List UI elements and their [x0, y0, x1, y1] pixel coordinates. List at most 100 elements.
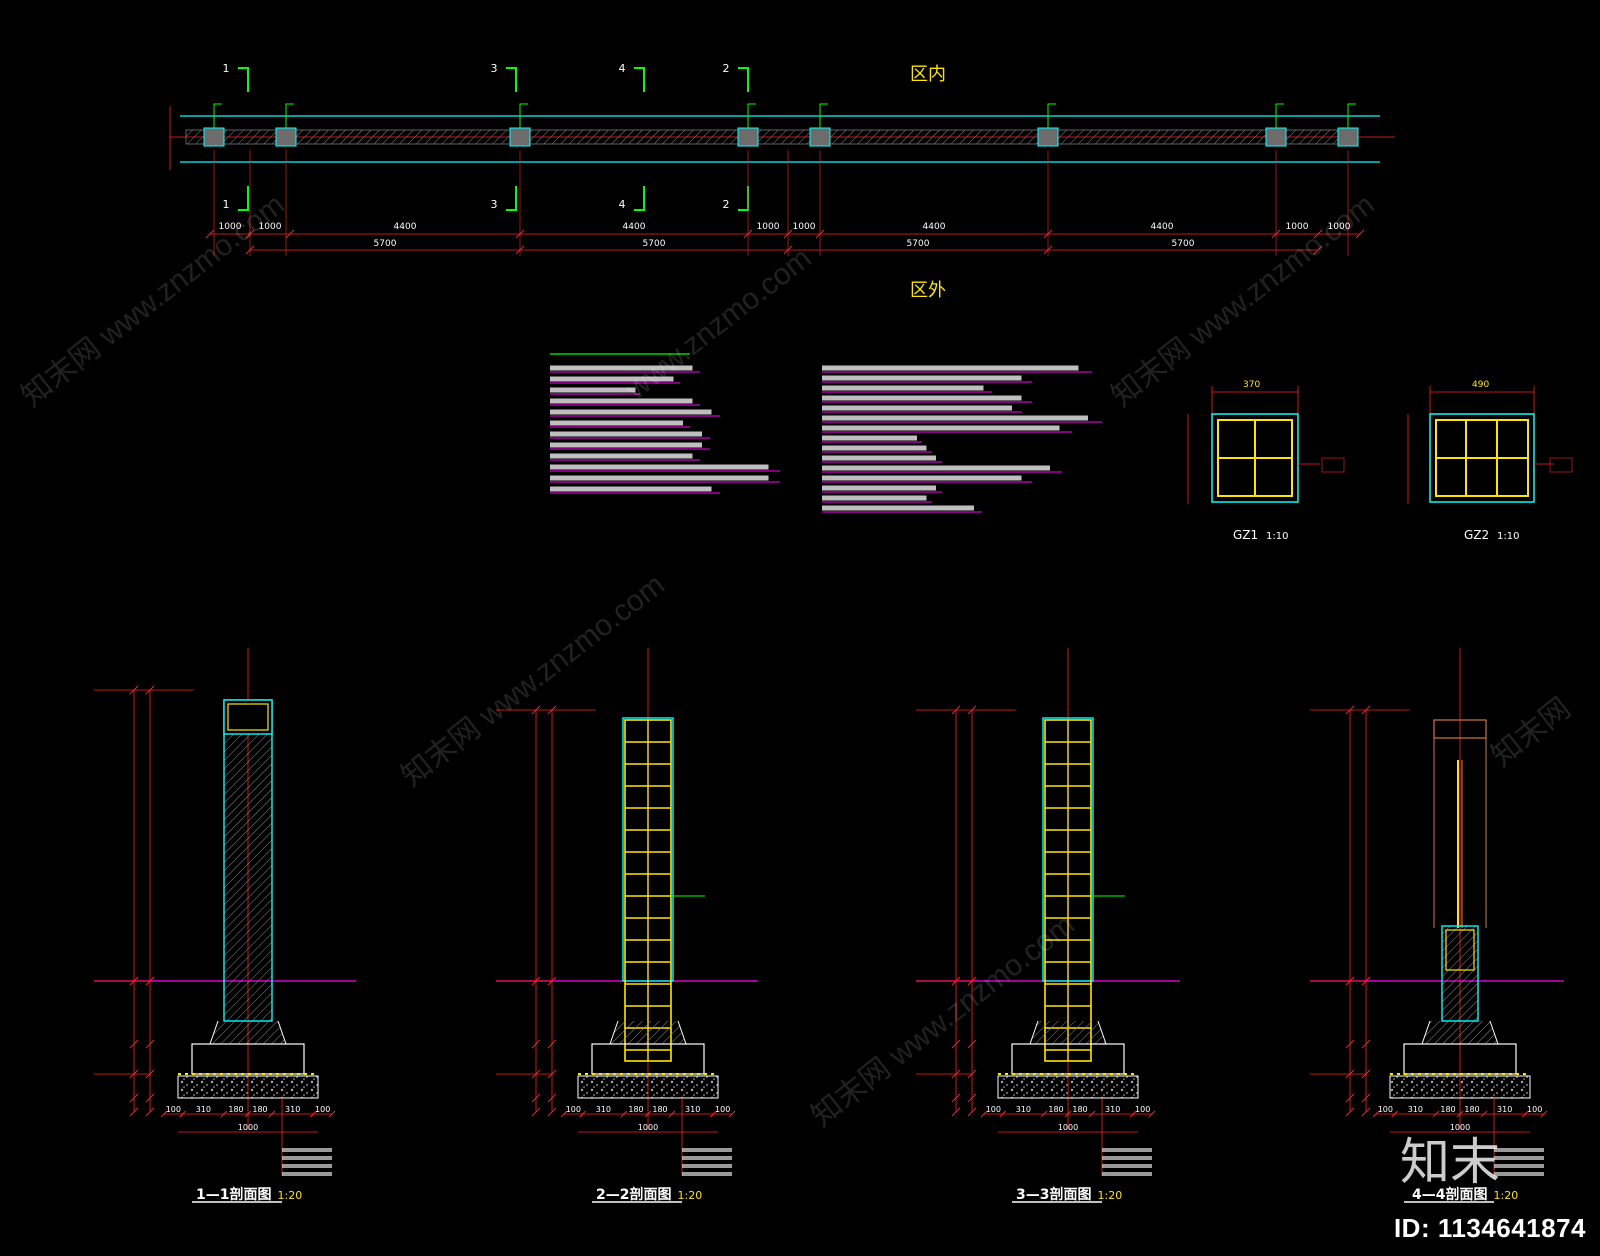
dim-tick: [268, 1110, 276, 1118]
dim-tick: [1064, 1110, 1072, 1118]
section-dim-total: 1000: [1450, 1123, 1470, 1132]
dim-tick: [129, 976, 139, 986]
gravel-bed: [997, 1075, 1139, 1099]
section-dim-value: 100: [566, 1105, 581, 1114]
gravel-bed: [177, 1075, 319, 1099]
section-marker-label: 3: [491, 198, 498, 211]
dim-tick: [967, 1107, 977, 1117]
section-dim-value: 180: [228, 1105, 243, 1114]
dim-tick: [1361, 1093, 1371, 1103]
plan-post: [809, 127, 831, 147]
section-4-scale: 1:20: [1493, 1189, 1519, 1202]
dim-tick: [547, 1093, 557, 1103]
cap: [223, 699, 273, 735]
dim-tick: [980, 1110, 988, 1118]
dim-tick: [547, 1069, 557, 1079]
section-dim-value: 100: [166, 1105, 181, 1114]
dim-tick: [205, 229, 215, 239]
sections: 100 310 180 180 310 100 1000 100 310 180 180 310 100…: [94, 648, 1564, 1203]
section-dim-value: 180: [1072, 1105, 1087, 1114]
section-dim-value: 180: [1464, 1105, 1479, 1114]
dim-tick: [285, 229, 295, 239]
dim-tick: [129, 1093, 139, 1103]
dim-tick: [1345, 976, 1355, 986]
dim-tick: [531, 1069, 541, 1079]
gravel-bed: [577, 1075, 719, 1099]
section-marker: [506, 67, 517, 92]
dim-tick: [709, 1110, 717, 1118]
footing-step: [209, 1020, 287, 1045]
dim-tick: [1129, 1110, 1137, 1118]
footing-step: [1029, 1020, 1107, 1045]
plan-dim-value: 5700: [907, 239, 930, 249]
dim-tick: [309, 1110, 317, 1118]
dim-tick: [1040, 1110, 1048, 1118]
section-dim-value: 310: [1105, 1105, 1120, 1114]
dim-tick: [999, 1110, 1007, 1118]
plan-dim-value: 4400: [1151, 222, 1174, 232]
zone-outside-label: 区外: [910, 280, 946, 301]
base-rebar: [1445, 929, 1475, 971]
dim-tick: [1456, 1110, 1464, 1118]
section-marker: [238, 186, 249, 211]
section-dim-value: 310: [1497, 1105, 1512, 1114]
post-leader: [1347, 103, 1356, 128]
plan-dim-value: 1000: [1328, 222, 1351, 232]
section-dim-value: 100: [315, 1105, 330, 1114]
dim-tick: [1313, 229, 1323, 239]
section-marker-label: 1: [223, 62, 230, 75]
section-dim-value: 310: [1408, 1105, 1423, 1114]
section-dim-value: 310: [196, 1105, 211, 1114]
plan-post: [509, 127, 531, 147]
section-dim-value: 100: [1135, 1105, 1150, 1114]
dim-tick: [145, 1107, 155, 1117]
dim-tick: [1361, 1107, 1371, 1117]
dim-tick: [1313, 245, 1323, 255]
plan-dim-value: 4400: [623, 222, 646, 232]
section-3-scale: 1:20: [1097, 1189, 1123, 1202]
column-detail-gz2: [1407, 386, 1573, 504]
section-dim-value: 180: [628, 1105, 643, 1114]
dim-tick: [547, 705, 557, 715]
dim-tick: [129, 685, 139, 695]
post-leader: [1047, 103, 1056, 128]
wall-base: [1441, 925, 1479, 1022]
dim-tick: [644, 1110, 652, 1118]
column-detail-gz1: [1187, 386, 1345, 504]
fence-cap: [1433, 719, 1487, 739]
gz1-label: GZ1 1:10: [1233, 528, 1288, 542]
dim-tick: [620, 1110, 628, 1118]
section-dim-total: 1000: [1058, 1123, 1078, 1132]
section-marker: [634, 186, 645, 211]
dim-tick: [1345, 1069, 1355, 1079]
plan-post: [203, 127, 225, 147]
section-marker: [634, 67, 645, 92]
dim-tick: [1345, 1039, 1355, 1049]
dim-tick: [547, 1039, 557, 1049]
gz2-scale: 1:10: [1496, 531, 1520, 542]
plan-dim-value: 1000: [1286, 222, 1309, 232]
section-marker-label: 2: [723, 198, 730, 211]
section-dim-total: 1000: [238, 1123, 258, 1132]
dim-tick: [1361, 976, 1371, 986]
dim-tick: [728, 1110, 736, 1118]
dim-tick: [145, 1069, 155, 1079]
section-1-title: 1—1剖面图 1:20: [196, 1184, 302, 1204]
footing-step: [609, 1020, 687, 1045]
dim-tick: [179, 1110, 187, 1118]
dim-tick: [951, 1069, 961, 1079]
gz1-width: 370: [1243, 380, 1261, 390]
dim-tick: [244, 1110, 252, 1118]
section-2-scale: 1:20: [677, 1189, 703, 1202]
plan-dim-value: 1000: [219, 222, 242, 232]
dim-tick: [967, 1039, 977, 1049]
dim-tick: [951, 705, 961, 715]
cap-rebar: [227, 703, 269, 731]
section-1-name: 1—1剖面图: [196, 1187, 272, 1203]
plan-dim-value: 4400: [923, 222, 946, 232]
section-1-scale: 1:20: [277, 1189, 303, 1202]
